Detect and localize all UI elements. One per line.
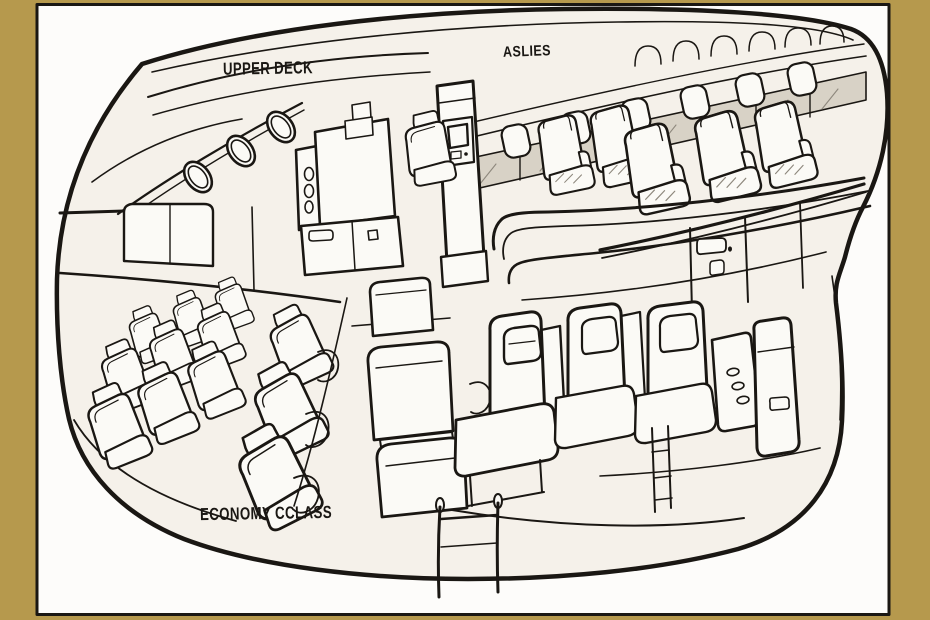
boarding-ladder <box>435 493 503 599</box>
nose-section <box>58 52 431 304</box>
kiosk-screen <box>446 122 470 150</box>
label-economy-class: ECONOMY CCLASS <box>200 502 332 524</box>
rear-arch-windows <box>634 25 845 67</box>
door-window <box>696 237 727 256</box>
deck-ledge <box>491 176 872 301</box>
economy-seats-left <box>79 273 340 536</box>
cabin-sidewall <box>689 202 804 313</box>
premium-seats <box>451 300 821 527</box>
side-cabinet <box>752 316 801 458</box>
info-kiosk <box>435 79 490 289</box>
label-aisles: ASLIES <box>503 42 552 61</box>
label-upper-deck: UPPER DECK <box>223 57 313 79</box>
front-bulkhead-panel <box>122 202 215 268</box>
side-console <box>710 331 762 433</box>
galley-monument <box>294 101 405 277</box>
labels: UPPER DECK ASLIES ECONOMY CCLASS <box>200 42 551 524</box>
nose-windows <box>182 110 297 194</box>
